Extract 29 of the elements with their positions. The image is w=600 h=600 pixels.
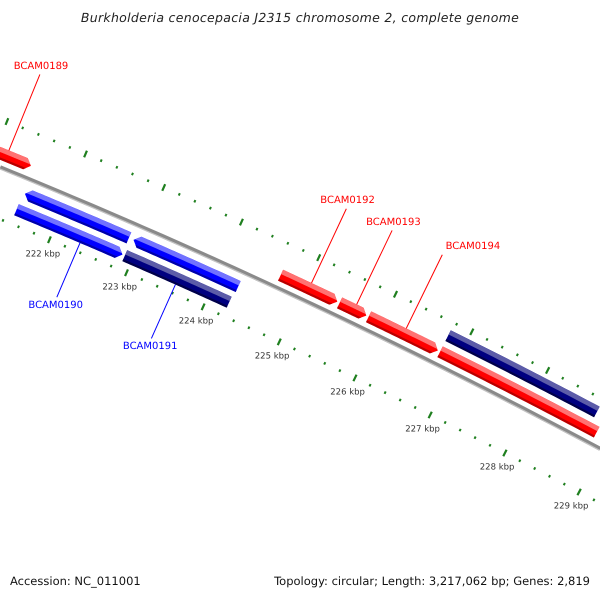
scale-label: 226 kbp [330,388,365,398]
leader-line [356,230,393,305]
scale-label: 224 kbp [178,318,214,327]
scale-label: 222 kbp [25,250,60,260]
gene-bar [122,250,232,308]
gene-label: BCAM0193 [366,216,421,228]
gene-label: BCAM0190 [28,300,83,311]
scale-label: 227 kbp [405,426,440,435]
footer-text: Accession: NC_011001 [10,575,141,588]
leader-line [56,242,80,298]
leader-line [311,208,347,284]
leader-line [8,74,40,151]
gene-label: BCAM0191 [122,341,178,352]
gene-block [0,146,31,170]
scale-label: 229 kbp [554,502,588,512]
gene-block [337,297,366,319]
gene-label: BCAM0192 [320,195,375,206]
gene-block [14,204,122,258]
diagram-title: Burkholderia cenocepacia J2315 chromosome 2, complete genome [80,11,520,25]
scale-label: 225 kbp [254,352,290,362]
scale-label: 228 kbp [480,463,514,473]
gene-block [278,270,338,305]
leader-line [150,284,176,339]
gene-block [366,311,438,354]
footer-text: Topology: circular; Length: 3,217,062 bp; Genes: 2,819 [274,575,590,588]
gene-label: BCAM0194 [446,241,500,252]
leader-line [406,254,443,329]
scale-label: 223 kbp [102,284,137,294]
gene-label: BCAM0189 [14,60,68,72]
